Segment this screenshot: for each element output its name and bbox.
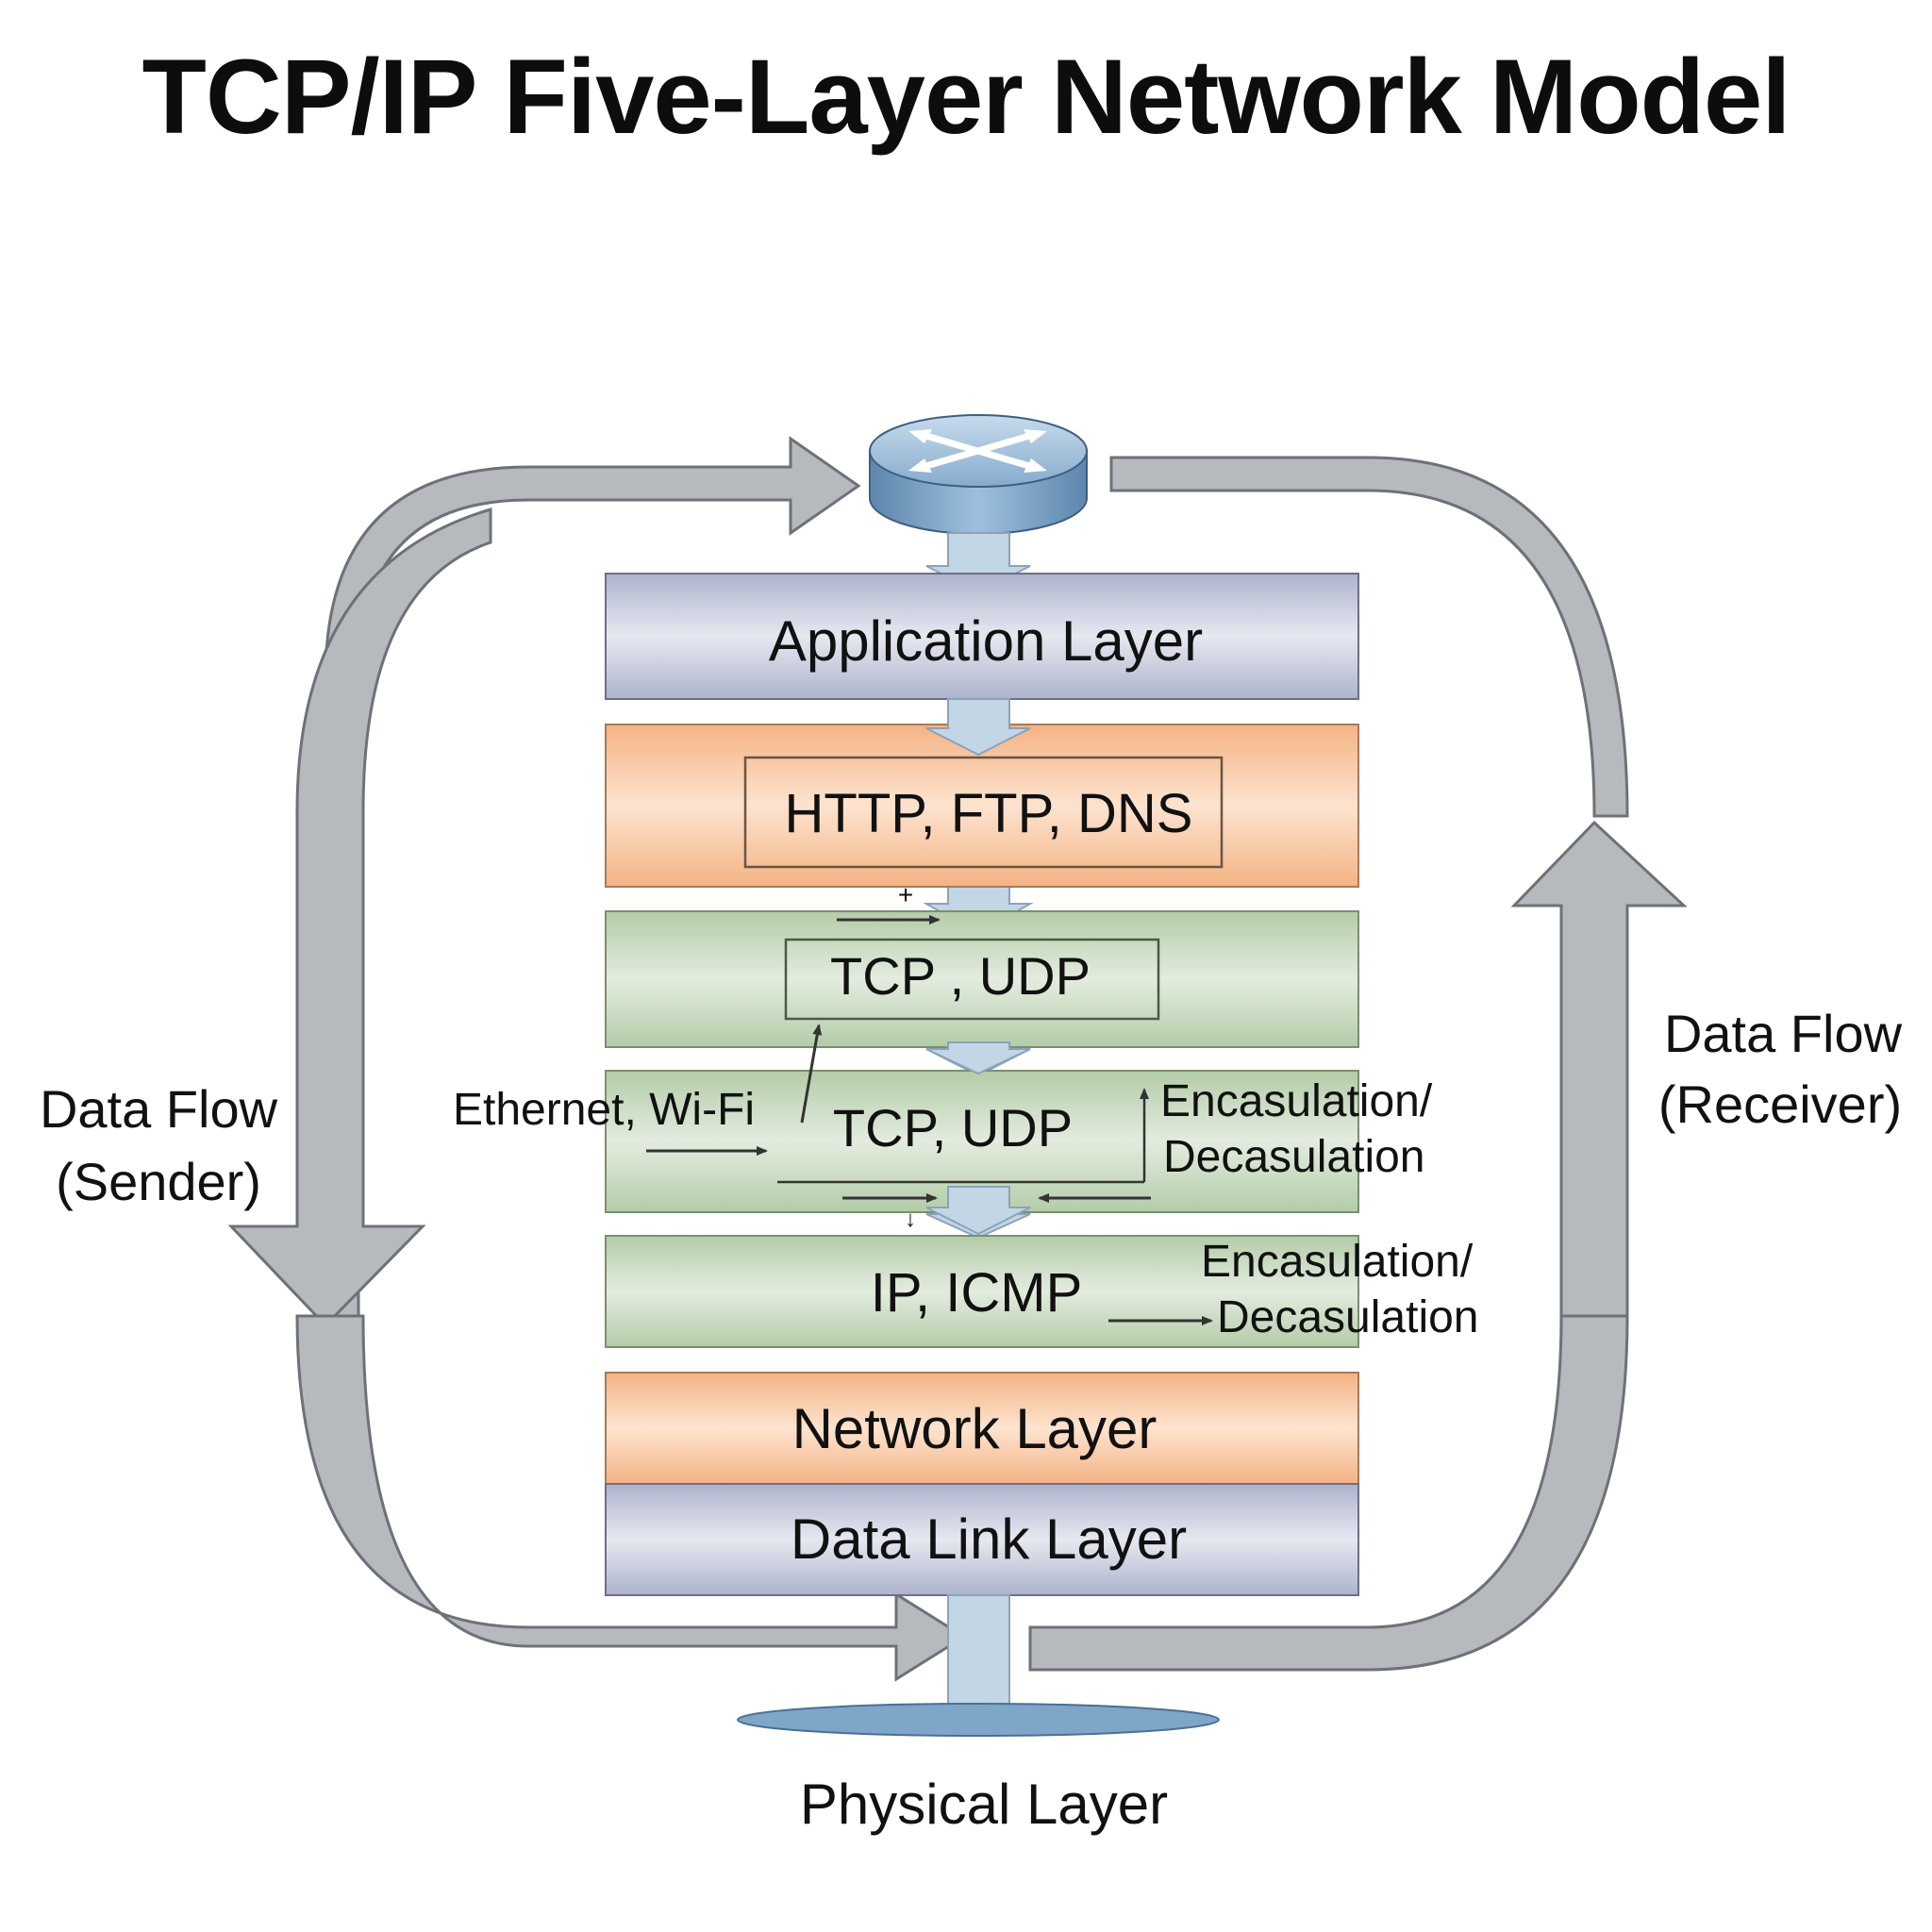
encapsulation-annotation-1-line2: Decasulation (1163, 1132, 1425, 1182)
data-link-layer-label: Data Link Layer (791, 1507, 1187, 1571)
small-down-mark: ↓ (905, 1207, 916, 1232)
app-protocols-label: HTTP, FTP, DNS (785, 783, 1193, 844)
transport-protocols-label-b: TCP, UDP (833, 1098, 1073, 1158)
app-protocols-box (743, 756, 1224, 869)
physical-layer-label: Physical Layer (800, 1773, 1168, 1836)
application-layer-label: Application Layer (769, 609, 1203, 673)
small-flow-arrows (646, 915, 1213, 1325)
sender-flow-label-line2: (Sender) (56, 1152, 261, 1211)
connector-tips (925, 698, 1031, 1236)
transport-band-a (605, 910, 1359, 1048)
receiver-flow-arrow-up (1510, 820, 1688, 1323)
sender-flow-arrow-down (227, 507, 492, 1328)
sender-flow-label-line1: Data Flow (40, 1079, 278, 1139)
transport-protocols-label-a: TCP , UDP (830, 946, 1091, 1006)
receiver-flow-arrow-bottom (1028, 1314, 1629, 1672)
encapsulation-annotation-2-line1: Encasulation/ (1201, 1237, 1474, 1287)
physical-medium-disk (737, 1703, 1220, 1737)
physical-connector (947, 1594, 1010, 1719)
internet-band (605, 1235, 1359, 1348)
diagram-title: TCP/IP Five-Layer Network Model (142, 38, 1791, 156)
receiver-flow-label-line1: Data Flow (1664, 1004, 1903, 1063)
receiver-flow-label-line2: (Receiver) (1658, 1074, 1902, 1134)
encapsulation-annotation-1-line1: Encasulation/ (1160, 1076, 1433, 1126)
receiver-flow-arrow-top (1109, 456, 1629, 818)
network-layer-label: Network Layer (792, 1397, 1158, 1460)
network-layer-band (605, 1372, 1359, 1485)
encapsulation-bracket (777, 1088, 1149, 1184)
internet-protocols-label: IP, ICMP (871, 1262, 1083, 1324)
ethernet-annotation: Ethernet, Wi-Fi (453, 1085, 755, 1135)
plus-mark: + (898, 880, 913, 909)
router-icon (869, 414, 1088, 535)
data-link-layer-band (605, 1483, 1359, 1596)
transport-box-a (784, 938, 1160, 1021)
encapsulation-annotation-2-line2: Decasulation (1217, 1292, 1479, 1342)
